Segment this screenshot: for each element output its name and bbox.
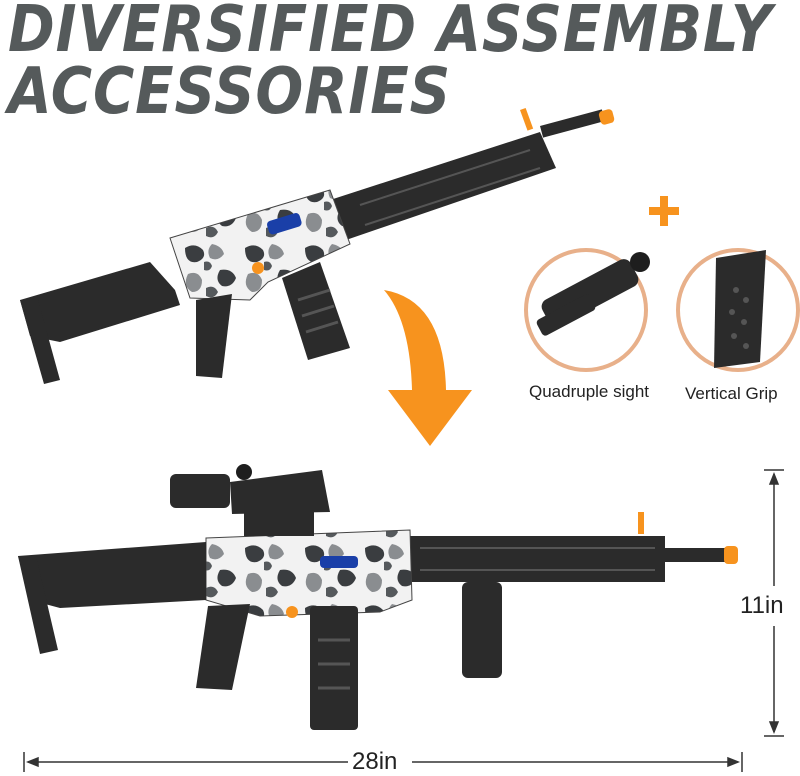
height-label: 11in <box>740 592 784 619</box>
blaster-assembled <box>18 464 738 730</box>
headline-line-1: DIVERSIFIED ASSEMBLY <box>8 0 773 67</box>
quadruple-sight-icon <box>524 248 650 372</box>
headline-line-2: ACCESSORIES <box>8 55 452 129</box>
plus-icon <box>649 196 679 226</box>
vertical-grip-label: Vertical Grip <box>685 384 778 403</box>
curved-arrow-icon <box>384 290 472 446</box>
blaster-base-config <box>20 107 615 384</box>
height-dimension-line <box>764 469 784 737</box>
length-dimension-line <box>23 752 743 772</box>
length-label: 28in <box>352 748 398 775</box>
vertical-grip-icon <box>676 248 800 372</box>
quadruple-sight-label: Quadruple sight <box>529 382 650 401</box>
